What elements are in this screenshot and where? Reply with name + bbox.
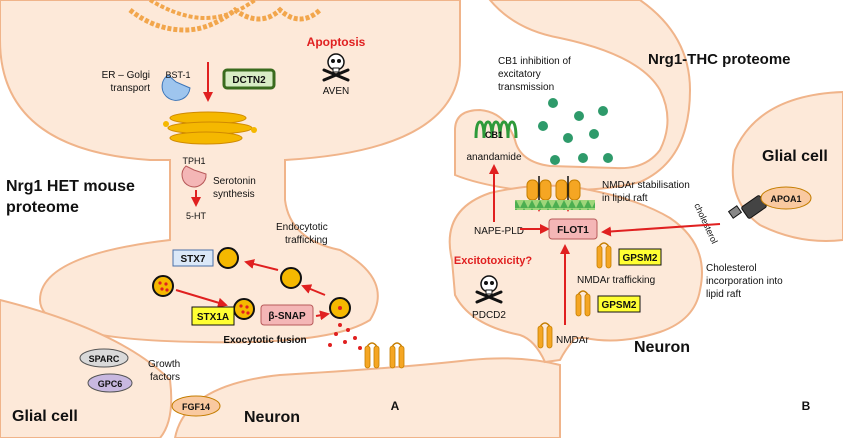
cb1-receptor-icon	[474, 120, 518, 139]
nmdar-stab-label-1: NMDAr stabilisation	[602, 180, 690, 191]
nmdar-stab-label-2: in lipid raft	[602, 193, 648, 204]
bsnap-label: β-SNAP	[268, 311, 306, 322]
dctn2-label: DCTN2	[232, 75, 266, 86]
gpsm2-label-a: GPSM2	[622, 253, 657, 264]
bst1-label: BST-1	[165, 70, 190, 80]
cb1-inhib-label-3: transmission	[498, 82, 554, 93]
vesicle-2	[280, 267, 302, 289]
glial-cell-a	[0, 298, 173, 438]
nmdar-raft-cluster	[526, 176, 581, 212]
receptor-a-2	[389, 342, 405, 369]
endocytotic-label-1: Endocytotic	[276, 222, 328, 233]
glial-cell-b-label: Glial cell	[762, 148, 828, 165]
neuron-a-label: Neuron	[244, 409, 300, 426]
panel-b-letter: B	[802, 399, 811, 413]
glial-cell-a-label: Glial cell	[12, 408, 78, 425]
vesicle-1	[217, 247, 239, 269]
chol-incorp-label-2: incorporation into	[706, 276, 783, 287]
growth-label-1: Growth	[148, 359, 180, 370]
cb1-inhib-label-1: CB1 inhibition of	[498, 56, 571, 67]
serotonin-label-1: Serotonin	[213, 176, 256, 187]
stx7-label: STX7	[180, 254, 205, 265]
dctn2-box	[222, 68, 276, 90]
endocytotic-label-2: trafficking	[285, 235, 328, 246]
lipid-raft	[515, 200, 595, 210]
er-golgi-label-1: ER – Golgi	[102, 70, 150, 81]
chol-incorp-label-3: lipid raft	[706, 289, 741, 300]
nmdar-trafficking-label: NMDAr trafficking	[577, 275, 655, 286]
aven-label: AVEN	[323, 86, 350, 97]
er-golgi-label-2: transport	[111, 83, 151, 94]
stx1a-box	[191, 306, 235, 326]
gpc6-label: GPC6	[98, 379, 123, 389]
stx1a-label: STX1A	[197, 312, 229, 323]
chol-incorp-label-1: Cholesterol	[706, 263, 757, 274]
released-neurotransmitter	[328, 323, 362, 350]
gpsm2-box-b	[597, 295, 641, 313]
exocytotic-label: Exocytotic fusion	[223, 335, 306, 346]
tph1-label: TPH1	[182, 156, 205, 166]
endoplasmic-reticulum	[128, 0, 322, 33]
tph1-icon	[181, 165, 207, 188]
panel-a-title-1: Nrg1 HET mouse	[6, 178, 135, 195]
gpsm2-label-b: GPSM2	[601, 300, 636, 311]
bsnap-box	[260, 304, 314, 326]
panel-a: ER – Golgi transport BST-1 DCTN2 Apoptos…	[0, 0, 561, 438]
panel-b: Nrg1-THC proteome CB1 inhibition of exci…	[448, 0, 843, 413]
neurotransmitter-dots	[538, 98, 613, 165]
nape-pld-label: NAPE-PLD	[474, 226, 524, 237]
flot1-box	[548, 218, 598, 240]
apoa1-label: APOA1	[770, 194, 801, 204]
serotonin-label-2: synthesis	[213, 189, 255, 200]
apoptosis-label: Apoptosis	[307, 35, 366, 49]
bst1-icon	[161, 74, 191, 101]
loaded-vesicle-2	[233, 298, 255, 320]
presynaptic-neuron-a	[0, 0, 461, 344]
growth-label-2: factors	[150, 372, 180, 383]
neuron-b-label: Neuron	[634, 339, 690, 356]
postsynaptic-neuron-a	[173, 357, 561, 438]
flot1-label: FLOT1	[557, 225, 589, 236]
loaded-vesicle-1	[152, 275, 174, 297]
panel-a-title-2: proteome	[6, 199, 79, 216]
cb1-label: CB1	[485, 130, 503, 140]
gpsm2-box-a	[618, 248, 662, 266]
apoa1-oval	[760, 186, 812, 210]
pdcd2-label: PDCD2	[472, 310, 506, 321]
fgf14-oval	[171, 395, 221, 417]
anandamide-label: anandamide	[466, 152, 521, 163]
excitotoxicity-label: Excitotoxicity?	[454, 255, 533, 267]
nmdar-label: NMDAr	[556, 335, 589, 346]
cb1-inhib-label-2: excitatory	[498, 69, 541, 80]
presynaptic-neuron-b	[454, 0, 692, 192]
panel-a-letter: A	[391, 399, 400, 413]
stx7-box	[172, 249, 214, 267]
sparc-oval	[79, 348, 129, 368]
gpc6-oval	[87, 373, 133, 393]
5ht-label: 5-HT	[186, 211, 207, 221]
fgf14-label: FGF14	[182, 402, 210, 412]
golgi-apparatus	[163, 111, 257, 145]
panel-b-title: Nrg1-THC proteome	[648, 51, 791, 68]
receptor-a-1	[364, 342, 380, 369]
sparc-label: SPARC	[89, 354, 120, 364]
